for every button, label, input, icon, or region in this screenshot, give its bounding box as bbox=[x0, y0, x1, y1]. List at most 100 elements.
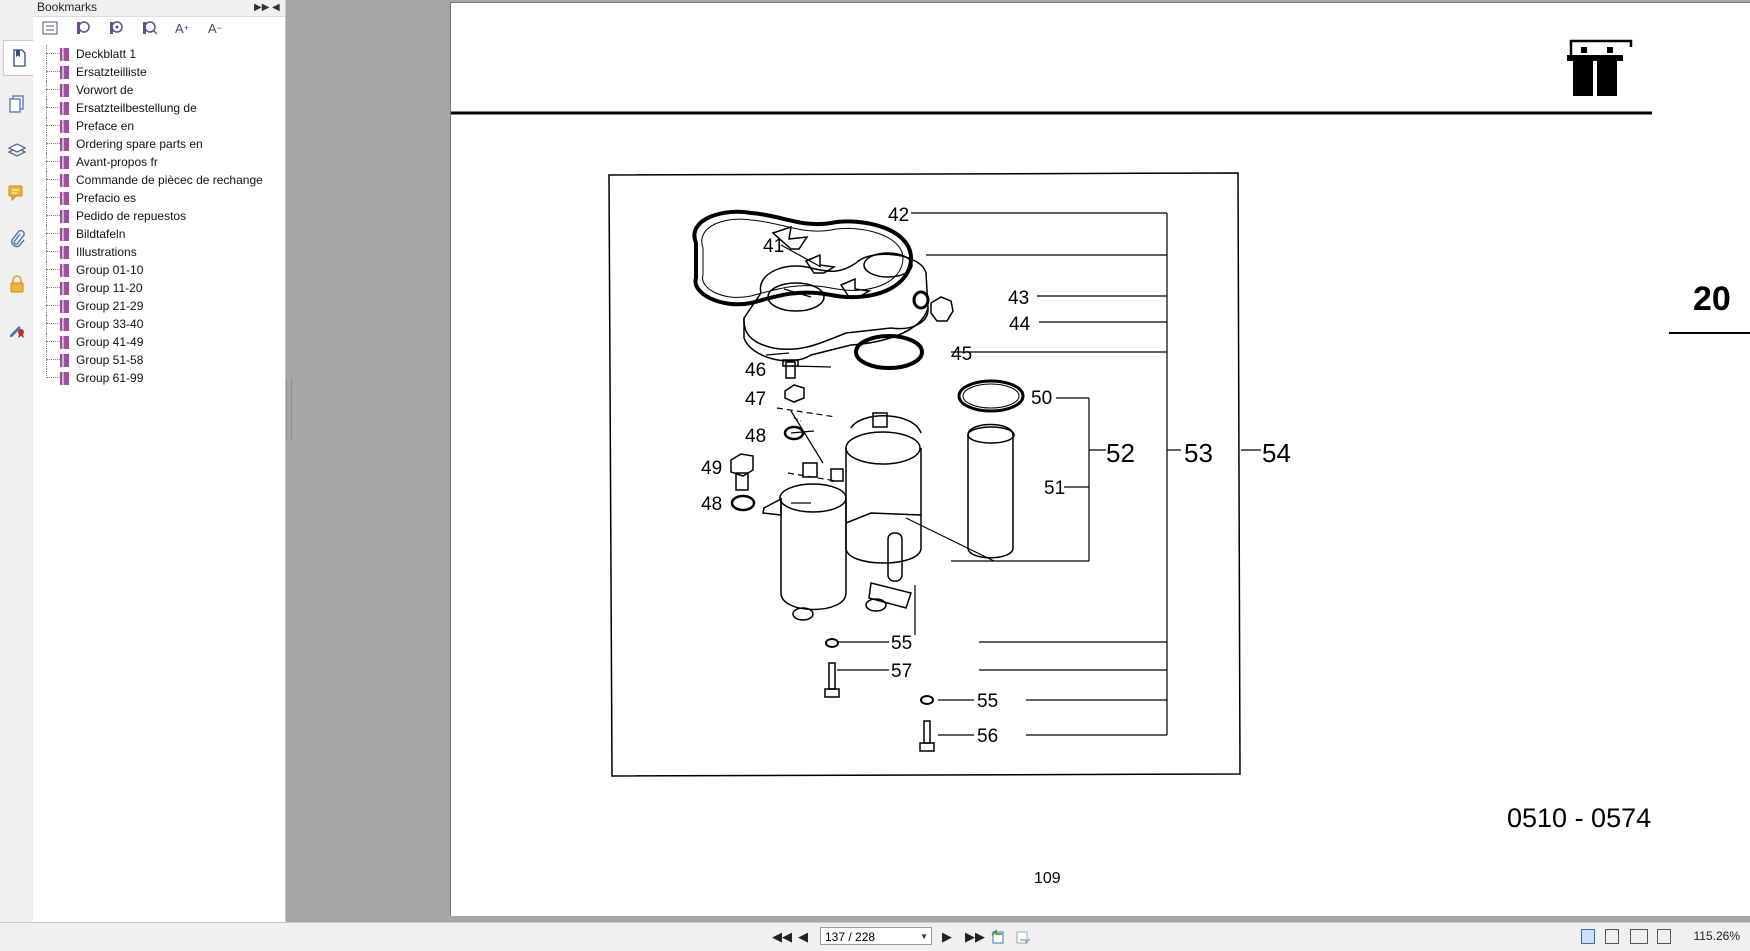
callout-43: 43 bbox=[1008, 288, 1029, 309]
page-number-value: 137 / 228 bbox=[825, 930, 876, 944]
bookmark-label: Group 33-40 bbox=[76, 317, 144, 331]
bookmark-item[interactable]: Bildtafeln bbox=[33, 225, 285, 243]
bookmark-label: Bildtafeln bbox=[76, 227, 126, 241]
callout-47: 47 bbox=[745, 389, 766, 410]
list-options-icon[interactable] bbox=[39, 18, 61, 38]
bookmark-icon bbox=[60, 246, 69, 259]
bookmark-item[interactable]: Illustrations bbox=[33, 243, 285, 261]
panel-title: Bookmarks bbox=[37, 0, 98, 14]
bookmark-item[interactable]: Preface en bbox=[33, 117, 285, 135]
panel-menu-icon[interactable]: ▶▶ bbox=[254, 2, 270, 13]
drawing-frame bbox=[608, 172, 1241, 777]
find-bookmark-icon[interactable] bbox=[105, 18, 127, 38]
bookmark-search-icon[interactable] bbox=[138, 18, 160, 38]
callout-46: 46 bbox=[745, 360, 766, 381]
first-page-icon[interactable]: ◀◀ bbox=[772, 929, 792, 944]
bookmark-item[interactable]: Vorwort de bbox=[33, 81, 285, 99]
security-icon[interactable] bbox=[4, 271, 30, 297]
filter-logo-icon bbox=[1567, 39, 1633, 96]
bookmark-icon bbox=[60, 228, 69, 241]
fuel-filter-illustration bbox=[692, 209, 1025, 752]
bookmark-item[interactable]: Group 11-20 bbox=[33, 279, 285, 297]
callout-50: 50 bbox=[1031, 388, 1052, 409]
callout-42: 42 bbox=[888, 205, 909, 226]
bookmark-item[interactable]: Group 01-10 bbox=[33, 261, 285, 279]
comments-icon[interactable] bbox=[4, 180, 30, 206]
increase-text-size-icon[interactable]: A+ bbox=[175, 20, 189, 36]
bookmark-item[interactable]: Ordering spare parts en bbox=[33, 135, 285, 153]
bookmark-label: Preface en bbox=[76, 119, 135, 133]
bookmark-item[interactable]: Prefacio es bbox=[33, 189, 285, 207]
panel-header: Bookmarks ▶▶ ◀ bbox=[33, 0, 285, 17]
bookmark-label: Pedido de repuestos bbox=[76, 209, 187, 223]
signatures-icon[interactable] bbox=[4, 316, 30, 342]
previous-view-icon[interactable] bbox=[990, 929, 1008, 948]
bookmark-icon bbox=[60, 264, 69, 277]
bookmark-label: Deckblatt 1 bbox=[76, 47, 137, 61]
callout-54: 54 bbox=[1262, 438, 1291, 468]
last-page-icon[interactable]: ▶▶ bbox=[965, 929, 985, 944]
bookmark-icon bbox=[60, 282, 69, 295]
callout-48b: 48 bbox=[701, 494, 722, 515]
bookmark-icon bbox=[60, 354, 69, 367]
continuous-view-icon[interactable] bbox=[1605, 929, 1619, 944]
chevron-down-icon[interactable]: ▼ bbox=[920, 932, 928, 941]
callout-57: 57 bbox=[891, 661, 912, 682]
bookmark-label: Prefacio es bbox=[76, 191, 137, 205]
layers-icon[interactable] bbox=[4, 136, 30, 162]
bookmark-label: Group 51-58 bbox=[76, 353, 144, 367]
bookmark-item[interactable]: Group 51-58 bbox=[33, 351, 285, 369]
zoom-level[interactable]: 115.26% bbox=[1693, 929, 1740, 943]
bookmark-label: Commande de piècec de rechange bbox=[76, 173, 263, 187]
bookmark-label: Group 21-29 bbox=[76, 299, 144, 313]
bookmarks-panel: Bookmarks ▶▶ ◀ A+ A− Deckblatt 1 Ersatzte… bbox=[33, 0, 286, 922]
continuous-facing-view-icon[interactable] bbox=[1657, 929, 1671, 944]
bookmark-label: Group 01-10 bbox=[76, 263, 144, 277]
bookmark-label: Vorwort de bbox=[76, 83, 134, 97]
pages-icon[interactable] bbox=[4, 91, 30, 117]
bookmark-item[interactable]: Group 33-40 bbox=[33, 315, 285, 333]
bookmark-item[interactable]: Avant-propos fr bbox=[33, 153, 285, 171]
bookmark-item[interactable]: Pedido de repuestos bbox=[33, 207, 285, 225]
bookmark-icon bbox=[60, 192, 69, 205]
next-view-icon[interactable] bbox=[1014, 929, 1032, 948]
bookmark-item[interactable]: Group 41-49 bbox=[33, 333, 285, 351]
facing-view-icon[interactable] bbox=[1630, 929, 1648, 944]
page-number-field[interactable]: 137 / 228 ▼ bbox=[820, 927, 932, 945]
bookmark-item[interactable]: Group 21-29 bbox=[33, 297, 285, 315]
callout-51: 51 bbox=[1044, 478, 1065, 499]
bookmark-item[interactable]: Group 61-99 bbox=[33, 369, 285, 387]
bookmark-icon bbox=[60, 210, 69, 223]
bookmark-item[interactable]: Ersatzteilbestellung de bbox=[33, 99, 285, 117]
callout-55b: 55 bbox=[977, 691, 998, 712]
callout-53: 53 bbox=[1184, 438, 1213, 468]
attachments-icon[interactable] bbox=[4, 226, 30, 252]
callout-48a: 48 bbox=[745, 426, 766, 447]
bookmark-icon bbox=[60, 336, 69, 349]
bookmark-label: Avant-propos fr bbox=[76, 155, 158, 169]
callout-41: 41 bbox=[763, 236, 784, 257]
callout-49: 49 bbox=[701, 458, 722, 479]
next-page-icon[interactable]: ▶ bbox=[942, 929, 952, 944]
bookmark-item[interactable]: Commande de piècec de rechange bbox=[33, 171, 285, 189]
expand-bookmark-icon[interactable] bbox=[72, 18, 94, 38]
bookmarks-icon[interactable] bbox=[3, 40, 34, 76]
panel-resize-handle[interactable] bbox=[286, 380, 292, 440]
decrease-text-size-icon[interactable]: A− bbox=[208, 20, 222, 36]
bookmark-label: Group 41-49 bbox=[76, 335, 144, 349]
bookmark-item[interactable]: Ersatzteilliste bbox=[33, 63, 285, 81]
bookmark-icon bbox=[60, 300, 69, 313]
callout-44: 44 bbox=[1009, 314, 1031, 335]
page-number: 109 bbox=[1034, 870, 1061, 887]
bookmark-item[interactable]: Deckblatt 1 bbox=[33, 45, 285, 63]
bookmark-icon bbox=[60, 372, 69, 385]
previous-page-icon[interactable]: ◀ bbox=[798, 929, 808, 944]
bookmark-label: Ordering spare parts en bbox=[76, 137, 203, 151]
collapse-panel-icon[interactable]: ◀ bbox=[272, 2, 280, 13]
single-page-view-icon[interactable] bbox=[1581, 929, 1595, 944]
bookmark-icon bbox=[60, 138, 69, 151]
page-canvas: 20 bbox=[451, 39, 1750, 887]
bookmark-icon bbox=[60, 174, 69, 187]
navigation-icon-bar bbox=[0, 0, 34, 922]
